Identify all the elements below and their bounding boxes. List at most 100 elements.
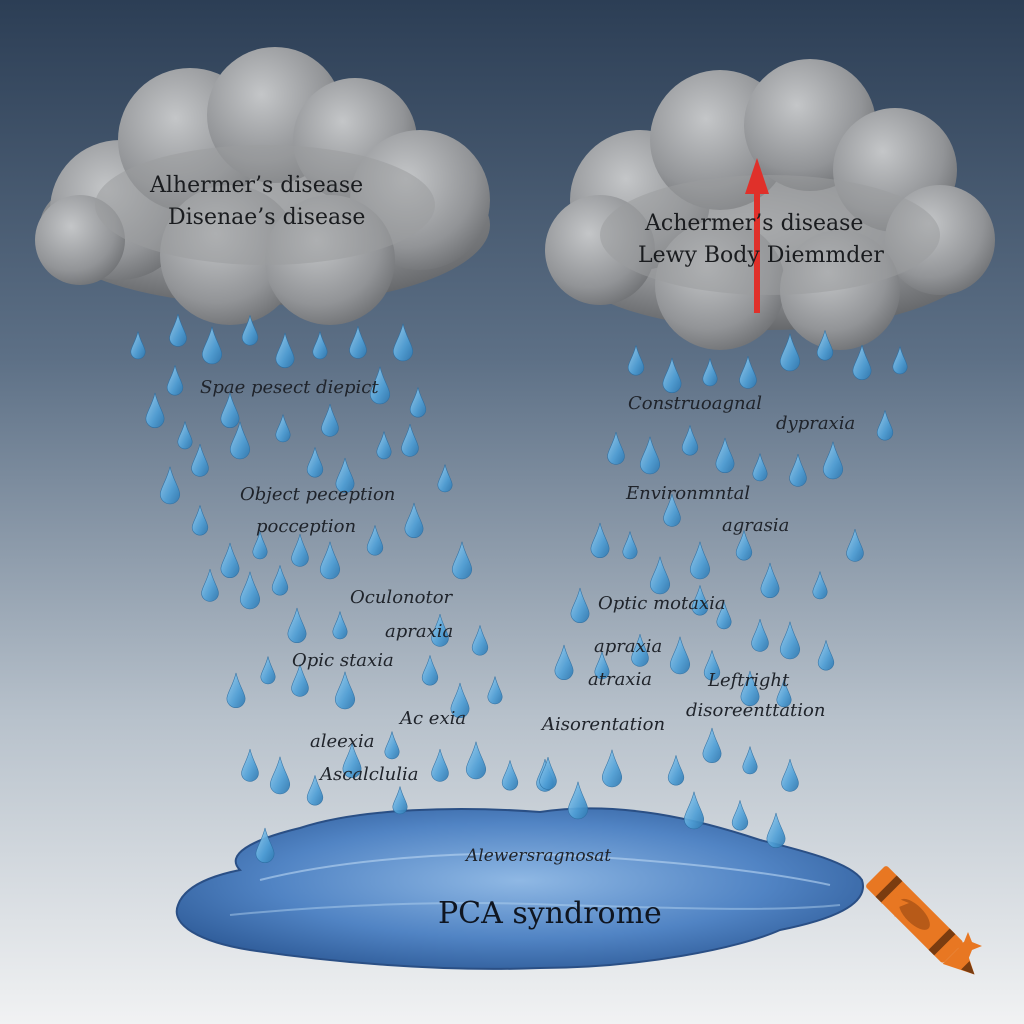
raindrop	[789, 454, 807, 487]
raindrop	[776, 679, 792, 708]
raindrop	[594, 651, 610, 680]
raindrop	[715, 437, 735, 473]
raindrop	[735, 530, 753, 561]
raindrop	[639, 436, 661, 475]
symptom-label: dypraxia	[776, 413, 856, 434]
raindrop	[431, 749, 449, 782]
raindrop	[649, 556, 671, 595]
symptom-label: Opic staxia	[292, 650, 394, 671]
raindrop	[471, 625, 489, 656]
raindrop	[260, 656, 276, 685]
raindrop	[716, 601, 732, 630]
red-up-arrow-icon	[745, 158, 769, 313]
symptom-label: Ac exia	[400, 708, 467, 729]
raindrop	[226, 672, 246, 708]
raindrop	[312, 331, 328, 360]
symptom-label: Environmntal	[626, 483, 751, 504]
raindrop	[409, 387, 427, 418]
raindrop	[241, 749, 259, 782]
raindrop	[667, 755, 685, 786]
raindrop	[191, 444, 209, 477]
raindrop	[740, 670, 760, 706]
raindrop	[392, 323, 414, 362]
raindrop	[681, 425, 699, 456]
raindrop	[876, 410, 894, 441]
raindrop	[335, 457, 355, 493]
raindrop	[601, 749, 623, 788]
raindrop	[779, 333, 801, 372]
raindrop	[702, 727, 722, 763]
raindrop	[342, 742, 362, 778]
symptom-label: aleexia	[310, 731, 375, 752]
raindrop	[366, 525, 384, 556]
symptom-label: Object peception	[240, 484, 396, 505]
symptom-label: pocception	[256, 516, 357, 537]
raindrop	[570, 587, 590, 623]
raindrop	[287, 607, 307, 643]
raindrop	[332, 611, 348, 640]
symptom-label: apraxia	[385, 621, 454, 642]
raindrop	[607, 432, 625, 465]
raindrop	[691, 585, 709, 616]
raindrop	[201, 569, 219, 602]
sparkle-icon	[881, 889, 982, 960]
symptom-label: Construoagnal	[628, 393, 763, 414]
raindrop	[683, 791, 705, 830]
symptom-label: disoreenttation	[686, 700, 826, 721]
raindrop	[742, 746, 758, 775]
raindrop	[465, 741, 487, 780]
symptom-label: Leftright	[708, 670, 790, 691]
puddle-subtitle: Alewersragnosat	[466, 846, 612, 866]
raindrop	[229, 421, 251, 460]
raindrop	[554, 644, 574, 680]
raindrop	[130, 331, 146, 360]
symptom-label: Spae pesect diepict	[200, 377, 379, 398]
raindrop	[852, 344, 872, 380]
puddle-title: PCA syndrome	[438, 896, 662, 931]
raindrop	[384, 731, 400, 760]
raindrop	[239, 571, 261, 610]
left-cloud-label-line1: Alhermer’s disease	[150, 173, 364, 198]
raindrop	[689, 541, 711, 580]
raindrop	[306, 447, 324, 478]
raindrop	[702, 358, 718, 387]
symptom-label: atraxia	[588, 669, 652, 690]
raindrop	[291, 534, 309, 567]
raindrop	[169, 314, 187, 347]
raindrop	[812, 571, 828, 600]
raindrop	[275, 332, 295, 368]
raindrop	[766, 812, 786, 848]
raindrop	[739, 356, 757, 389]
raindrop	[145, 392, 165, 428]
raindrop	[662, 357, 682, 393]
raindrop	[663, 494, 681, 527]
raindrop	[590, 522, 610, 558]
raindrop	[781, 759, 799, 792]
raindrop	[451, 541, 473, 580]
raindrops	[130, 314, 908, 863]
raindrop	[306, 775, 324, 806]
raindrop	[431, 614, 449, 647]
raindrop	[319, 541, 341, 580]
raindrop	[817, 640, 835, 671]
symptom-label: agrasia	[722, 515, 790, 536]
symptom-label: Ascalclulia	[320, 764, 419, 785]
raindrop	[252, 531, 268, 560]
raindrop	[349, 326, 367, 359]
symptom-label: Aisorentation	[542, 714, 666, 735]
raindrop	[401, 424, 419, 457]
raindrop	[275, 414, 291, 443]
raindrop	[627, 345, 645, 376]
raindrop	[321, 404, 339, 437]
left-cloud	[35, 47, 490, 325]
raindrop	[822, 441, 844, 480]
symptom-label: Oculonotor	[350, 587, 453, 608]
raindrop	[731, 800, 749, 831]
raindrop	[487, 676, 503, 705]
raindrop	[177, 421, 193, 450]
left-cloud-label-line2: Disenae’s disease	[168, 205, 366, 230]
raindrop	[779, 621, 801, 660]
raindrop	[760, 562, 780, 598]
raindrop	[159, 466, 181, 505]
